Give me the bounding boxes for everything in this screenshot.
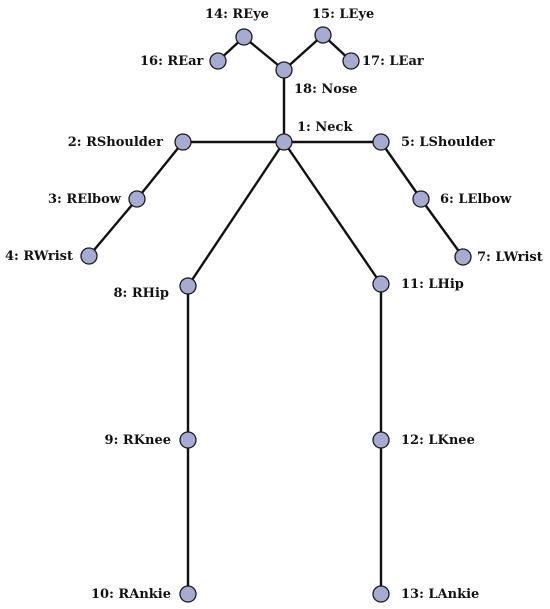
joint-relbow bbox=[128, 190, 146, 208]
joint-label-rankle: 10: RAnkie bbox=[91, 587, 171, 602]
skeleton-bones bbox=[87, 33, 465, 596]
joint-lear bbox=[342, 52, 360, 70]
joint-lelbow bbox=[412, 190, 430, 208]
joint-lshoulder bbox=[372, 133, 390, 151]
joint-rshoulder bbox=[174, 133, 192, 151]
bone-neck-rhip bbox=[186, 140, 286, 288]
joint-label-relbow: 3: RElbow bbox=[48, 192, 122, 207]
joint-label-neck: 1: Neck bbox=[297, 120, 353, 135]
bone-nose-leye bbox=[282, 33, 325, 72]
joint-rear bbox=[209, 52, 227, 70]
joint-label-nose: 18: Nose bbox=[294, 82, 358, 97]
joint-lhip bbox=[372, 275, 390, 293]
joint-rhip bbox=[179, 277, 197, 295]
skeleton-joints bbox=[80, 26, 472, 603]
joint-label-lankle: 13: LAnkie bbox=[401, 587, 479, 602]
bone-relbow-rwrist bbox=[87, 197, 139, 258]
joint-label-lear: 17: LEar bbox=[362, 54, 424, 69]
joint-label-rwrist: 4: RWrist bbox=[5, 249, 73, 264]
bone-neck-lhip bbox=[282, 140, 383, 286]
joint-rknee bbox=[179, 431, 197, 449]
joint-lknee bbox=[372, 431, 390, 449]
joint-label-reye: 14: REye bbox=[205, 7, 269, 22]
joint-label-rhip: 8: RHip bbox=[114, 286, 170, 301]
joint-nose bbox=[275, 61, 293, 79]
joint-label-leye: 15: LEye bbox=[312, 7, 374, 22]
joint-rankle bbox=[179, 585, 197, 603]
joint-leye bbox=[314, 26, 332, 44]
joint-label-lknee: 12: LKnee bbox=[401, 433, 475, 448]
joint-label-lelbow: 6: LElbow bbox=[440, 192, 512, 207]
joint-label-rknee: 9: RKnee bbox=[105, 433, 171, 448]
joint-rwrist bbox=[80, 247, 98, 265]
joint-reye bbox=[235, 28, 253, 46]
joint-lankle bbox=[372, 585, 390, 603]
joint-neck bbox=[275, 133, 293, 151]
joint-label-lshoulder: 5: LShoulder bbox=[401, 135, 495, 150]
joint-label-lhip: 11: LHip bbox=[401, 277, 464, 292]
joint-label-lwrist: 7: LWrist bbox=[477, 250, 543, 265]
bone-rshoulder-relbow bbox=[135, 140, 185, 201]
bone-lelbow-lwrist bbox=[419, 197, 465, 259]
joint-lwrist bbox=[454, 248, 472, 266]
joint-label-rear: 16: REar bbox=[140, 54, 204, 69]
joint-labels: 1: Neck 2: RShoulder 3: RElbow 4: RWrist 5: … bbox=[5, 7, 543, 602]
joint-label-rshoulder: 2: RShoulder bbox=[68, 135, 163, 150]
bone-lshoulder-lelbow bbox=[379, 140, 423, 201]
